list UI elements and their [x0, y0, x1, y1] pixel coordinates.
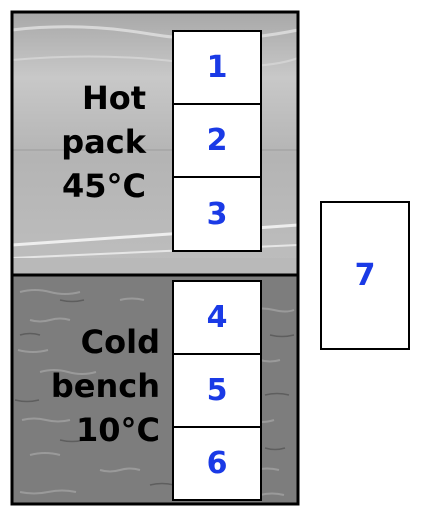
cell-6-number: 6: [206, 446, 228, 481]
cell-1: 1: [172, 30, 262, 105]
cell-3-number: 3: [206, 196, 228, 232]
cell-3: 3: [172, 176, 262, 252]
cold-bench-label-line2: bench: [50, 367, 160, 405]
cell-2: 2: [172, 103, 262, 178]
hot-pack-label-line3: 45°C: [61, 167, 146, 205]
cell-5: 5: [172, 353, 262, 428]
cell-4: 4: [172, 280, 262, 355]
hot-pack-label-line2: pack: [61, 123, 146, 161]
cell-4-number: 4: [206, 300, 228, 335]
cell-6: 6: [172, 426, 262, 501]
cold-bench-label: Cold bench 10°C: [20, 320, 160, 452]
cell-1-number: 1: [206, 50, 228, 85]
cell-2-number: 2: [206, 123, 228, 158]
cell-7: 7: [320, 201, 410, 350]
cell-5-number: 5: [206, 373, 228, 408]
hot-pack-label: Hot pack 45°C: [20, 76, 146, 208]
cold-bench-label-line3: 10°C: [75, 411, 160, 449]
cell-7-number: 7: [354, 258, 376, 293]
hot-pack-label-line1: Hot: [81, 79, 146, 117]
cold-bench-label-line1: Cold: [80, 323, 160, 361]
